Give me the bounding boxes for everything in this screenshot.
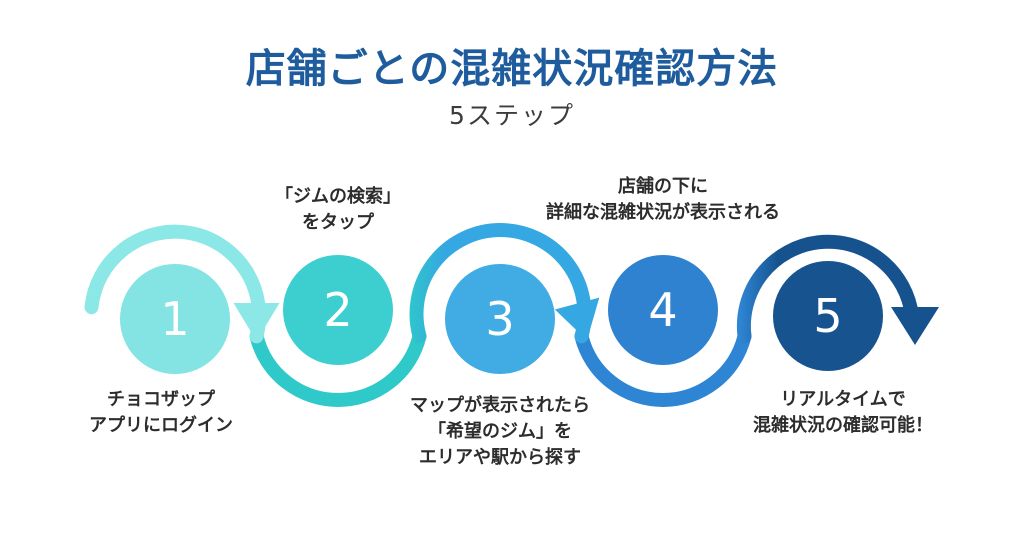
step-number-4: 4 bbox=[648, 283, 678, 337]
flow-arrowhead-2 bbox=[554, 297, 600, 341]
step-number-3: 3 bbox=[485, 292, 515, 346]
step-label-4: 店舗の下に 詳細な混雑状況が表示される bbox=[546, 176, 780, 224]
step-label-1: チョコザップ アプリにログイン bbox=[89, 389, 233, 437]
flow-segment-4-under-arc bbox=[574, 329, 752, 407]
flow-segment-2-under-arc bbox=[249, 329, 427, 407]
step-circle-3: 3 bbox=[445, 264, 555, 374]
flow-segment-3-over-arc bbox=[409, 223, 592, 344]
step-circle-5: 5 bbox=[773, 261, 883, 371]
step-number-1: 1 bbox=[160, 292, 190, 346]
flow-segment-5-over-arc bbox=[736, 234, 919, 344]
step-label-5: リアルタイムで 混雑状況の確認可能！ bbox=[753, 389, 933, 437]
step-circle-1: 1 bbox=[120, 264, 230, 374]
flow-segment-1-over-arc bbox=[84, 224, 267, 344]
step-label-3: マップが表示されたら 「希望のジム」を エリアや駅から探す bbox=[410, 395, 590, 469]
page-title: 店舗ごとの混雑状況確認方法 bbox=[245, 46, 779, 92]
flow-arrowhead-3 bbox=[891, 307, 939, 345]
step-number-5: 5 bbox=[813, 289, 843, 343]
flow-arrowhead-1 bbox=[233, 303, 280, 341]
step-number-2: 2 bbox=[323, 283, 353, 337]
step-circle-2: 2 bbox=[283, 255, 393, 365]
page-subtitle: 5ステップ bbox=[449, 101, 575, 130]
step-circle-4: 4 bbox=[608, 255, 718, 365]
step-label-2: 「ジムの検索」 をタップ bbox=[275, 186, 401, 234]
